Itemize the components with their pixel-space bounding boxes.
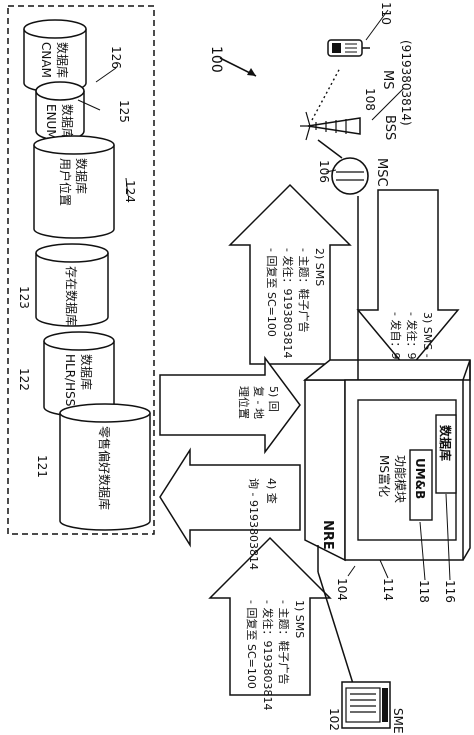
db-hlr-cylinder: [43, 331, 115, 417]
umb-ref: 118: [417, 580, 431, 603]
bss-tower-icon: [300, 111, 361, 141]
figure-number: 100: [208, 46, 224, 73]
db-enum-label-0: ENUM: [44, 104, 58, 140]
db-presence-ref: 123: [17, 286, 31, 309]
ms-ref: 110: [379, 2, 393, 25]
msc-label: MSC: [374, 158, 389, 187]
msc-ref: 106: [317, 160, 331, 183]
db-enum-ref: 125: [117, 100, 131, 123]
umb-block: [409, 449, 433, 521]
module-line-0: MS富化: [377, 455, 392, 497]
sms-arrow-1: 1) SMS- 主题：鞋子广告- 发往：9193803814- 回复至 SC=1…: [208, 536, 332, 710]
a5-line-2: 理位置: [237, 386, 251, 419]
db-presence-label-0: 存在数据库: [64, 266, 79, 326]
a2-line-0: 2) SMS: [313, 248, 326, 286]
bss-ref: 108: [363, 88, 377, 111]
query-arrow-4: 4) 查询 - 9193803814: [159, 447, 301, 570]
sme-ref: 102: [327, 708, 341, 731]
a1-line-1: - 主题：鞋子广告: [277, 600, 291, 684]
db-enum-cylinder: [35, 81, 85, 141]
nre-db-label: 数据库: [438, 425, 453, 461]
db-location-label-0: 用户位置: [58, 158, 73, 206]
nre-server: [302, 359, 471, 562]
db-hlr-label-0: HLR/HSS: [63, 354, 77, 406]
umb-label: UM&B: [413, 458, 427, 499]
nre-label: NRE: [320, 520, 335, 550]
db-cnam-label-0: CNAM: [39, 42, 53, 78]
mobile-station-icon: [327, 39, 370, 57]
nre-ref: 104: [335, 578, 349, 601]
sme-label: SME: [391, 708, 405, 734]
db-enum-label-1: 数据库: [60, 104, 75, 140]
a1-line-2: - 发往：9193803814: [261, 600, 275, 710]
a2-line-1: - 主题：鞋子广告: [297, 248, 311, 332]
a4-line-1: 询 - 9193803814: [247, 478, 260, 570]
a5-line-1: 复 - 地: [252, 386, 266, 419]
db-location-label-1: 数据库: [74, 158, 89, 194]
database-group-frame: [7, 5, 155, 535]
module-line-1: 功能模块: [393, 455, 407, 503]
db-retail-ref: 121: [35, 455, 49, 478]
db-hlr-ref: 122: [17, 368, 31, 391]
nre-db-block: [435, 414, 457, 494]
db-hlr-label-1: 数据库: [79, 354, 94, 390]
ms-number: (9193803814): [399, 40, 413, 126]
sms-arrow-3: 3) SMS - SC=100- 发往：9193803814- 发自：91938…: [356, 189, 460, 422]
nre-db-ref: 116: [443, 580, 457, 603]
a1-line-3: - 回复至 SC=100: [245, 600, 259, 689]
db-retail-cylinder: [59, 403, 151, 531]
db-cnam-label-1: 数据库: [55, 42, 70, 78]
db-retail-label-0: 零售偏好数据库: [97, 426, 112, 510]
bss-label: BSS: [382, 115, 397, 140]
a2-line-2: - 发往：9193803814: [281, 248, 295, 358]
sme-terminal-icon: [341, 681, 391, 729]
a5-line-0: 5) 回: [267, 386, 280, 412]
a4-line-0: 4) 查: [265, 478, 279, 504]
sms-arrow-2: 2) SMS- 主题：鞋子广告- 发往：9193803814- 回复至 SC=1…: [228, 183, 352, 365]
db-cnam-cylinder: [23, 19, 87, 93]
module-ref: 114: [381, 578, 395, 601]
ms-label: MS: [380, 70, 395, 89]
msc-switch-icon: [331, 157, 369, 195]
a1-line-0: 1) SMS: [293, 600, 306, 638]
db-cnam-ref: 126: [109, 46, 123, 69]
db-presence-cylinder: [35, 243, 109, 327]
a2-line-3: - 回复至 SC=100: [265, 248, 279, 337]
db-location-cylinder: [33, 135, 115, 239]
db-location-ref: 124: [123, 180, 137, 203]
